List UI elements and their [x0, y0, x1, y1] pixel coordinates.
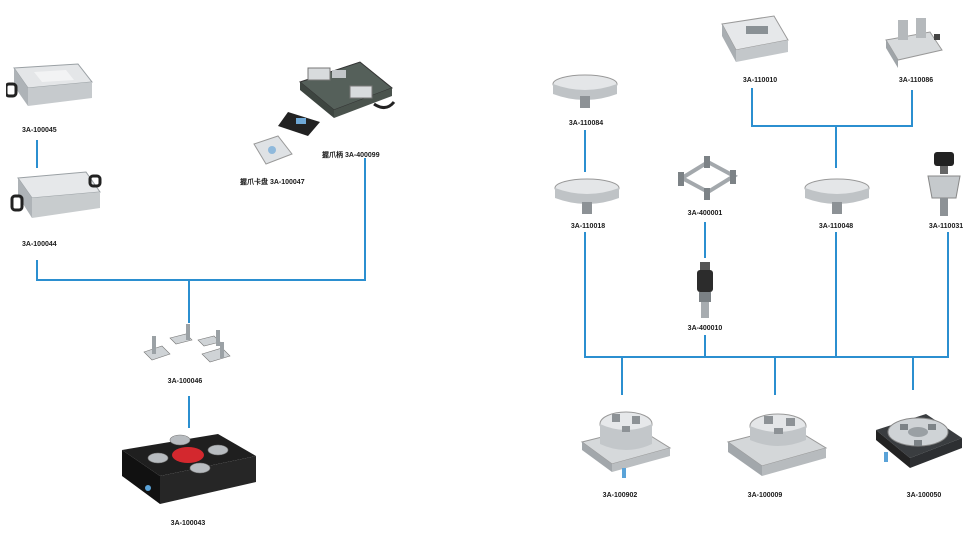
label-110031: 3A-110031 — [928, 223, 964, 230]
vise-110010 — [721, 15, 789, 62]
label-110086: 3A-110086 — [898, 77, 934, 84]
label-110010: 3A-110010 — [742, 77, 778, 84]
connector-lower-bus — [584, 232, 949, 358]
base-chuck-100050 — [876, 414, 962, 468]
label-110018: 3A-110018 — [570, 223, 606, 230]
label-400099: 握爪柄 3A-400099 — [322, 152, 380, 159]
label-100046: 3A-100046 — [167, 378, 203, 385]
clamp-block-100047 — [253, 112, 320, 165]
base-chuck-100902 — [580, 411, 672, 478]
vise-110086 — [885, 18, 943, 68]
connector-100044-bus — [36, 158, 366, 281]
label-100044: 3A-100044 — [22, 241, 57, 248]
label-400001: 3A-400001 — [687, 210, 723, 217]
label-100047: 握爪卡盘 3A-100047 — [240, 179, 305, 186]
label-100902: 3A-100902 — [602, 492, 638, 499]
fixture-plate-400099 — [298, 61, 396, 118]
label-110048: 3A-110048 — [818, 223, 854, 230]
connector-vises-bus — [751, 88, 913, 127]
knob-chuck-110031 — [927, 152, 961, 216]
label-100050: 3A-100050 — [906, 492, 942, 499]
label-100045: 3A-100045 — [22, 127, 57, 134]
label-400010: 3A-400010 — [687, 325, 723, 332]
round-chuck-110084 — [552, 74, 618, 108]
pallet-plate-100045 — [6, 63, 93, 106]
frame-adapter-400001 — [677, 156, 739, 200]
pallet-plate-100044 — [10, 171, 102, 218]
label-110084: 3A-110084 — [568, 120, 604, 127]
round-chuck-110018 — [554, 178, 620, 214]
quad-chuck-base-100043 — [122, 434, 256, 504]
label-100009: 3A-100009 — [747, 492, 783, 499]
label-100043: 3A-100043 — [170, 520, 206, 527]
base-chuck-100009 — [726, 413, 828, 476]
round-chuck-110048 — [804, 178, 870, 214]
pin-set-100046 — [143, 324, 231, 363]
spindle-pin-400010 — [697, 262, 713, 318]
